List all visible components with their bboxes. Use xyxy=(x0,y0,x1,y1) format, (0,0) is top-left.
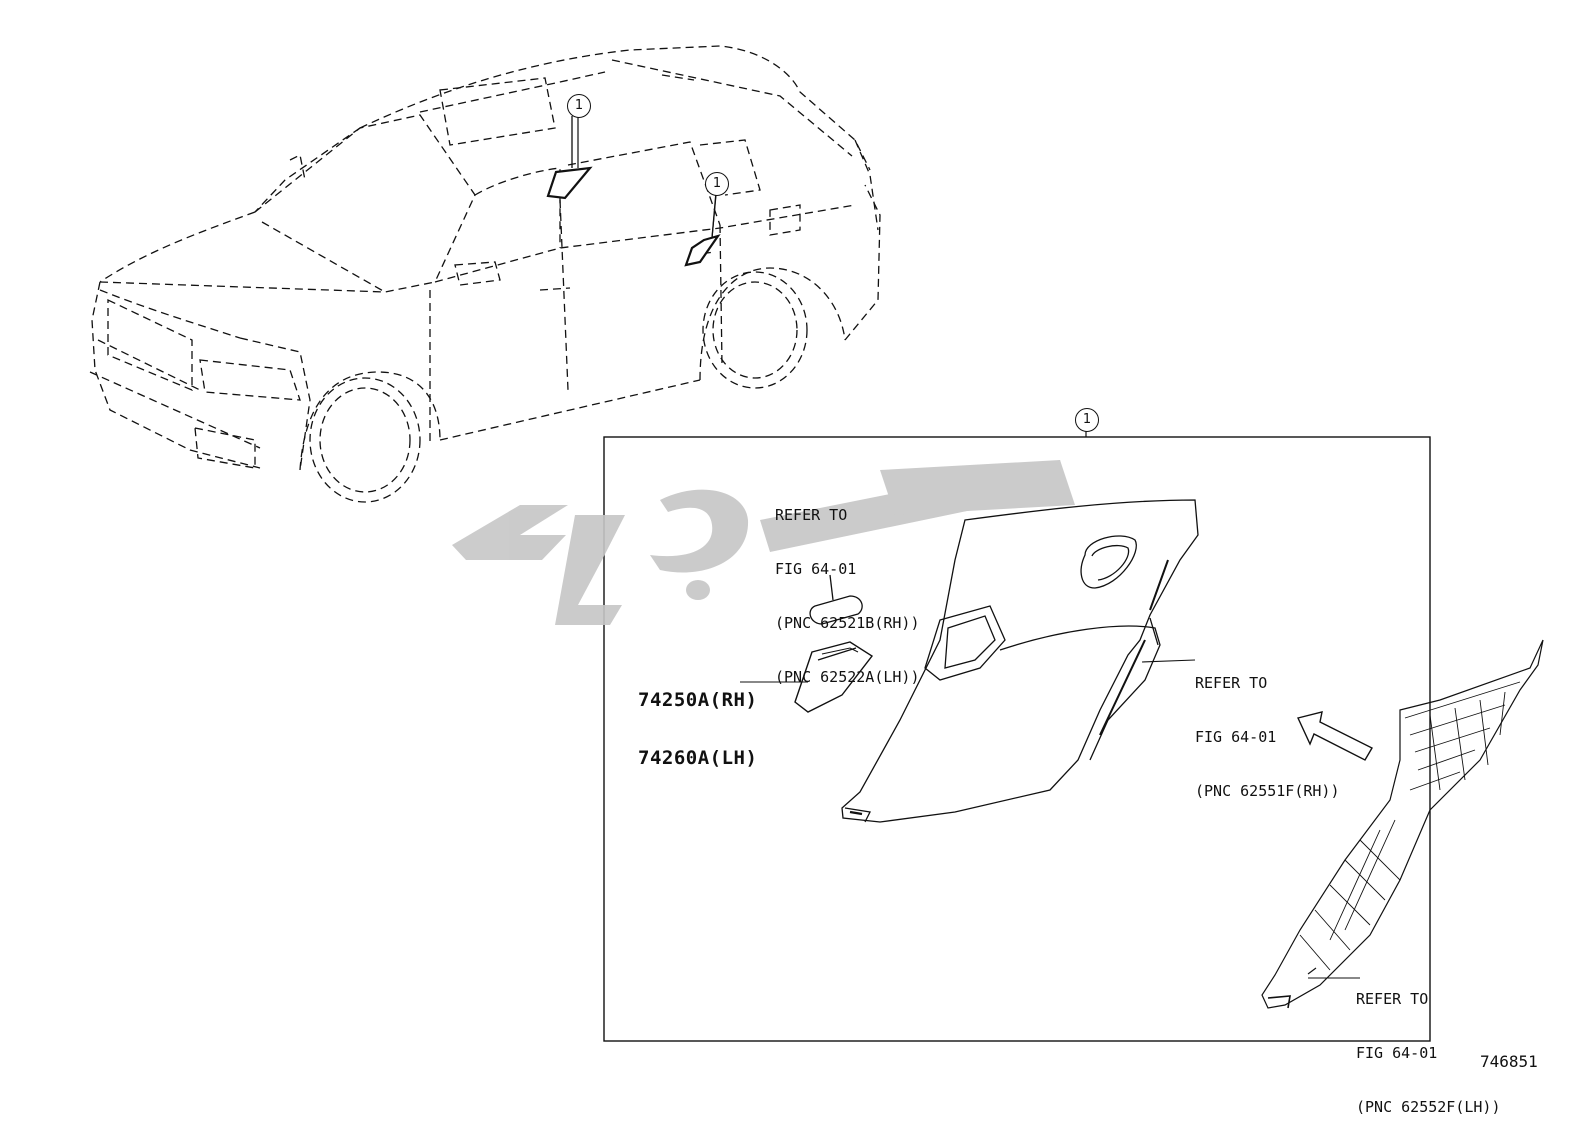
part-number-rh: 74250A(RH) xyxy=(638,688,758,711)
refer-top-line-2: FIG 64-01 xyxy=(775,559,857,578)
refer-top-line-3: (PNC 62521B(RH)) xyxy=(775,613,920,632)
part-number-lh: 74260A(LH) xyxy=(638,747,758,770)
refer-top-line-4: (PNC 62522A(LH)) xyxy=(775,667,920,686)
callout-detail-box: 1 xyxy=(1075,408,1099,432)
figure-number: 746851 xyxy=(1480,1052,1538,1071)
pillar-cover-part xyxy=(740,641,874,713)
callout-upper-left: 1 xyxy=(567,94,591,118)
refer-bottom-line-2: FIG 64-01 xyxy=(1356,1043,1438,1062)
callout-upper-right: 1 xyxy=(705,172,729,196)
refer-right-line-1: REFER TO xyxy=(1195,673,1268,692)
direction-arrow xyxy=(1297,711,1373,761)
refer-right-line-3: (PNC 62551F(RH)) xyxy=(1195,781,1340,800)
refer-label-top: REFER TO FIG 64-01 (PNC 62521B(RH)) (PNC… xyxy=(775,470,920,705)
refer-right-line-2: FIG 64-01 xyxy=(1195,727,1277,746)
parts-diagram xyxy=(89,45,1544,1042)
refer-bottom-line-3: (PNC 62552F(LH)) xyxy=(1356,1097,1501,1116)
vehicle-outline xyxy=(89,45,881,503)
quarter-trim-panel xyxy=(841,499,1199,823)
refer-top-line-1: REFER TO xyxy=(775,505,848,524)
refer-label-bottom: REFER TO FIG 64-01 (PNC 62552F(LH)) xyxy=(1356,954,1501,1134)
pillar-garnish-part xyxy=(1261,639,1544,1009)
refer-label-right: REFER TO FIG 64-01 (PNC 62551F(RH)) xyxy=(1195,638,1340,818)
detail-frame xyxy=(603,436,1431,1042)
part-number-label: 74250A(RH) 74260A(LH) xyxy=(638,653,757,789)
cylinder-part xyxy=(809,574,863,625)
watermark-logo xyxy=(452,460,1075,625)
refer-bottom-line-1: REFER TO xyxy=(1356,989,1429,1008)
